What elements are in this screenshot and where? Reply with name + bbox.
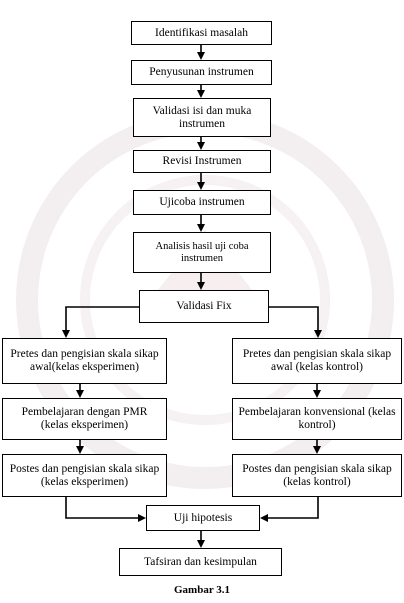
node-pembelajaran-konvensional: Pembelajaran konvensional (kelas kontrol… bbox=[232, 398, 402, 440]
node-pretes-kontrol: Pretes dan pengisian skala sikap awal (k… bbox=[232, 338, 402, 384]
node-validasi-fix: Validasi Fix bbox=[139, 290, 269, 323]
branch-right bbox=[269, 306, 322, 338]
node-pembelajaran-pmr: Pembelajaran dengan PMR (kelas eksperime… bbox=[2, 398, 167, 440]
node-identifikasi-masalah: Identifikasi masalah bbox=[131, 21, 272, 45]
node-penyusunan-instrumen: Penyusunan instrumen bbox=[131, 60, 272, 85]
merge-left bbox=[65, 497, 146, 522]
node-tafsiran-kesimpulan: Tafsiran dan kesimpulan bbox=[119, 548, 282, 576]
node-pretes-eksperimen: Pretes dan pengisian skala sikap awal(ke… bbox=[2, 338, 167, 384]
merge-right bbox=[260, 497, 319, 522]
branch-left bbox=[62, 306, 139, 338]
node-postes-eksperimen: Postes dan pengisian skala sikap (kelas … bbox=[2, 454, 167, 497]
node-ujicoba-instrumen: Ujicoba instrumen bbox=[133, 190, 271, 215]
figure-caption: Gambar 3.1 bbox=[173, 584, 231, 596]
node-postes-kontrol: Postes dan pengisian skala sikap (kelas … bbox=[232, 454, 402, 497]
node-validasi-isi-muka: Validasi isi dan muka instrumen bbox=[133, 98, 271, 137]
node-analisis-hasil-uji-coba: Analisis hasil uji coba instrumen bbox=[133, 232, 271, 273]
node-revisi-instrumen: Revisi Instrumen bbox=[133, 150, 271, 173]
node-uji-hipotesis: Uji hipotesis bbox=[146, 505, 260, 531]
